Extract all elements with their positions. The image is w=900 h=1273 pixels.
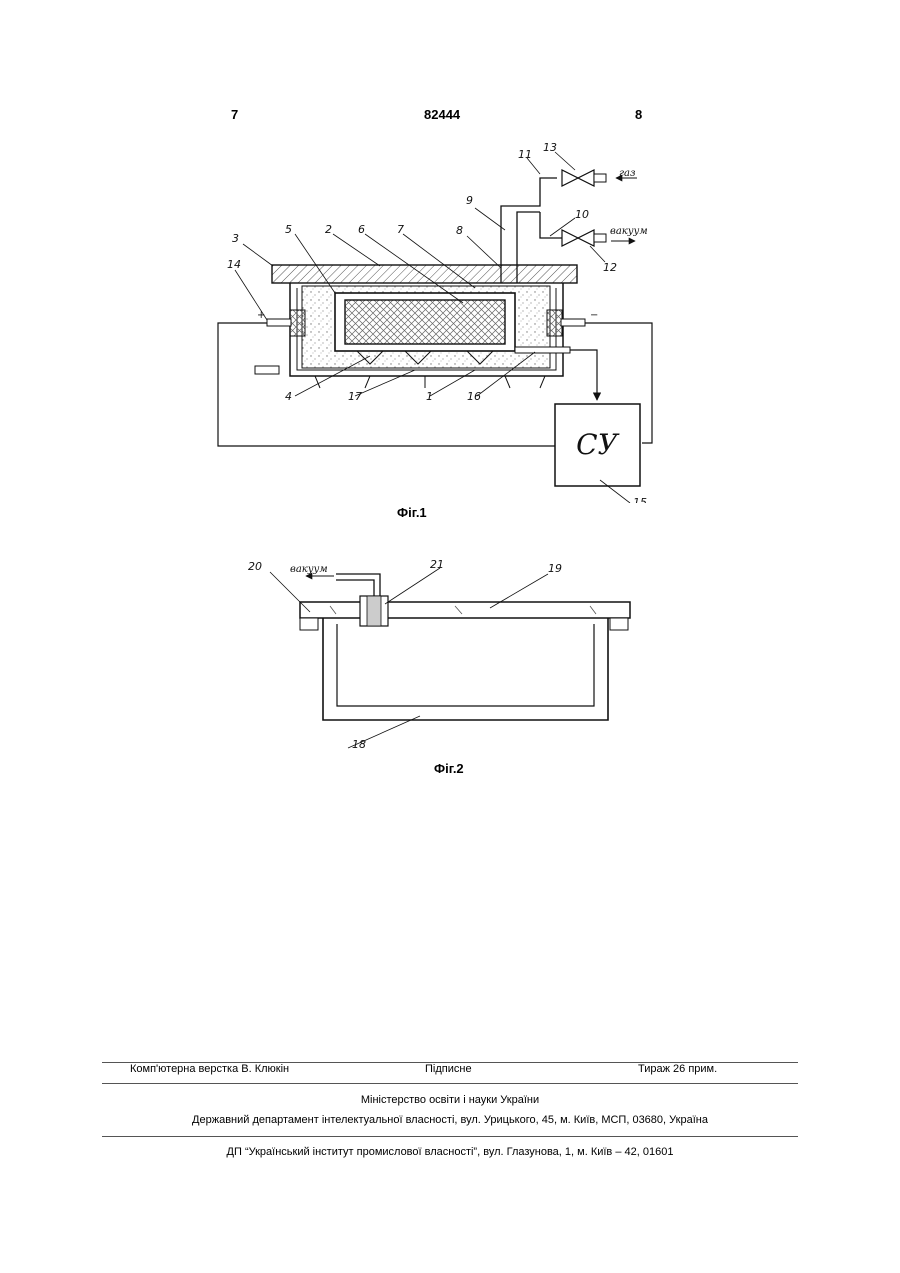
label-1: 1: [426, 390, 433, 403]
vacuum-pipe: [336, 580, 374, 596]
circulation: Тираж 26 прим.: [638, 1063, 717, 1075]
footer-rule-2: [102, 1083, 798, 1084]
figure-1-caption: Фіг.1: [397, 505, 427, 520]
layout-credit: Комп'ютерна верстка В. Клюкін: [130, 1063, 289, 1075]
container-inner: [337, 624, 594, 706]
electrode-right: [547, 310, 562, 336]
label-2: 2: [325, 223, 332, 236]
label-15: 15: [633, 496, 647, 503]
figure-2-caption: Фіг.2: [434, 761, 464, 776]
label-10: 10: [575, 208, 589, 221]
label-4: 4: [285, 390, 292, 403]
gas-valve: [562, 170, 594, 186]
leader-lines-2: [270, 568, 548, 748]
left-page-number: 7: [231, 107, 238, 122]
seal-right: [610, 618, 628, 630]
label-3: 3: [232, 232, 239, 245]
gas-text: газ: [619, 168, 635, 179]
label-11: 11: [518, 148, 532, 161]
valve-core: [367, 596, 381, 626]
label-18: 18: [352, 738, 366, 751]
figure-2-drawing: вакуум 20 21 19 18: [230, 552, 650, 757]
container-box: [323, 618, 608, 720]
label-20: 20: [248, 560, 262, 573]
lead-left: [267, 319, 291, 326]
signal-line: [570, 350, 597, 400]
signed-note: Підписне: [425, 1063, 472, 1075]
pipe-branch: [540, 212, 562, 238]
gas-inlet: [594, 174, 606, 182]
label-21: 21: [430, 558, 444, 571]
stub: [255, 366, 279, 374]
label-19: 19: [548, 562, 562, 575]
vacuum-text: вакуум: [610, 226, 648, 237]
label-7: 7: [397, 223, 404, 236]
label-5: 5: [285, 223, 292, 236]
bottom-feet: [315, 376, 545, 388]
control-unit-label: СУ: [576, 428, 619, 461]
vacuum-outlet: [594, 234, 606, 242]
label-9: 9: [466, 194, 473, 207]
minus-sign: −: [590, 310, 598, 321]
vacuum-text-2: вакуум: [290, 564, 328, 575]
thermocouple: [515, 347, 570, 353]
label-8: 8: [456, 224, 463, 237]
seal-left: [300, 618, 318, 630]
label-14: 14: [227, 258, 241, 271]
label-16: 16: [467, 390, 481, 403]
ministry-line: Міністерство освіти і науки України: [0, 1094, 900, 1106]
footer-rule-3: [102, 1136, 798, 1137]
patent-number: 82444: [424, 107, 460, 122]
right-page-number: 8: [635, 107, 642, 122]
figure-1-drawing: СУ газ вакуум + − 3 14 5 2 6 7 8 9 10 11…: [205, 138, 675, 503]
label-13: 13: [543, 141, 557, 154]
lead-right: [561, 319, 585, 326]
department-line: Державний департамент інтелектуальної вл…: [0, 1114, 900, 1126]
label-12: 12: [603, 261, 617, 274]
label-17: 17: [348, 390, 362, 403]
container-lid: [300, 602, 630, 618]
institute-line: ДП “Український інститут промислової вла…: [0, 1146, 900, 1158]
label-6: 6: [358, 223, 365, 236]
electrode-left: [290, 310, 305, 336]
workpiece: [345, 300, 505, 344]
vacuum-valve: [562, 230, 594, 246]
